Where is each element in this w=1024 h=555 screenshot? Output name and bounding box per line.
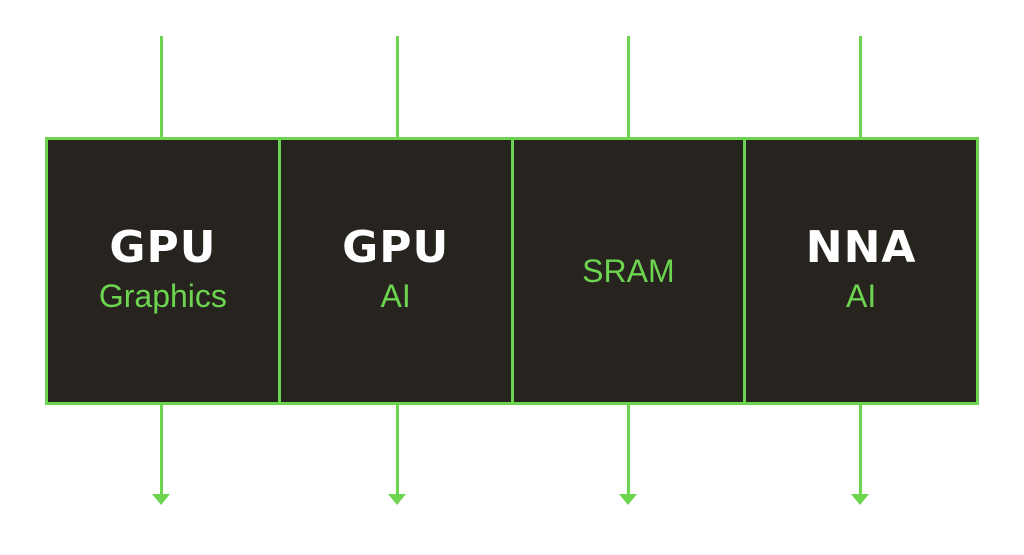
gpu-logo: GPU xyxy=(109,222,217,273)
block-sram: SRAM xyxy=(514,140,747,402)
output-line-4 xyxy=(859,405,862,494)
nna-logo: NNA xyxy=(805,222,917,273)
block-nna-ai: NNA AI xyxy=(746,140,976,402)
block-gpu-ai: GPU AI xyxy=(281,140,514,402)
block-label: Graphics xyxy=(98,278,227,314)
gpu-logo: GPU xyxy=(342,222,450,273)
input-line-4 xyxy=(859,36,862,137)
output-line-1 xyxy=(160,405,163,494)
output-line-2 xyxy=(396,405,399,494)
output-line-3 xyxy=(627,405,630,494)
block-gpu-graphics: GPU Graphics xyxy=(48,140,281,402)
block-label: SRAM xyxy=(582,253,675,289)
input-line-3 xyxy=(627,36,630,137)
arrowhead-icon xyxy=(388,494,406,505)
arrowhead-icon xyxy=(619,494,637,505)
input-line-1 xyxy=(160,36,163,137)
input-line-2 xyxy=(396,36,399,137)
arrowhead-icon xyxy=(851,494,869,505)
arrowhead-icon xyxy=(152,494,170,505)
block-label: AI xyxy=(846,278,877,314)
block-label: AI xyxy=(380,278,411,314)
chip-block: GPU Graphics GPU AI SRAM NNA AI xyxy=(45,137,979,405)
